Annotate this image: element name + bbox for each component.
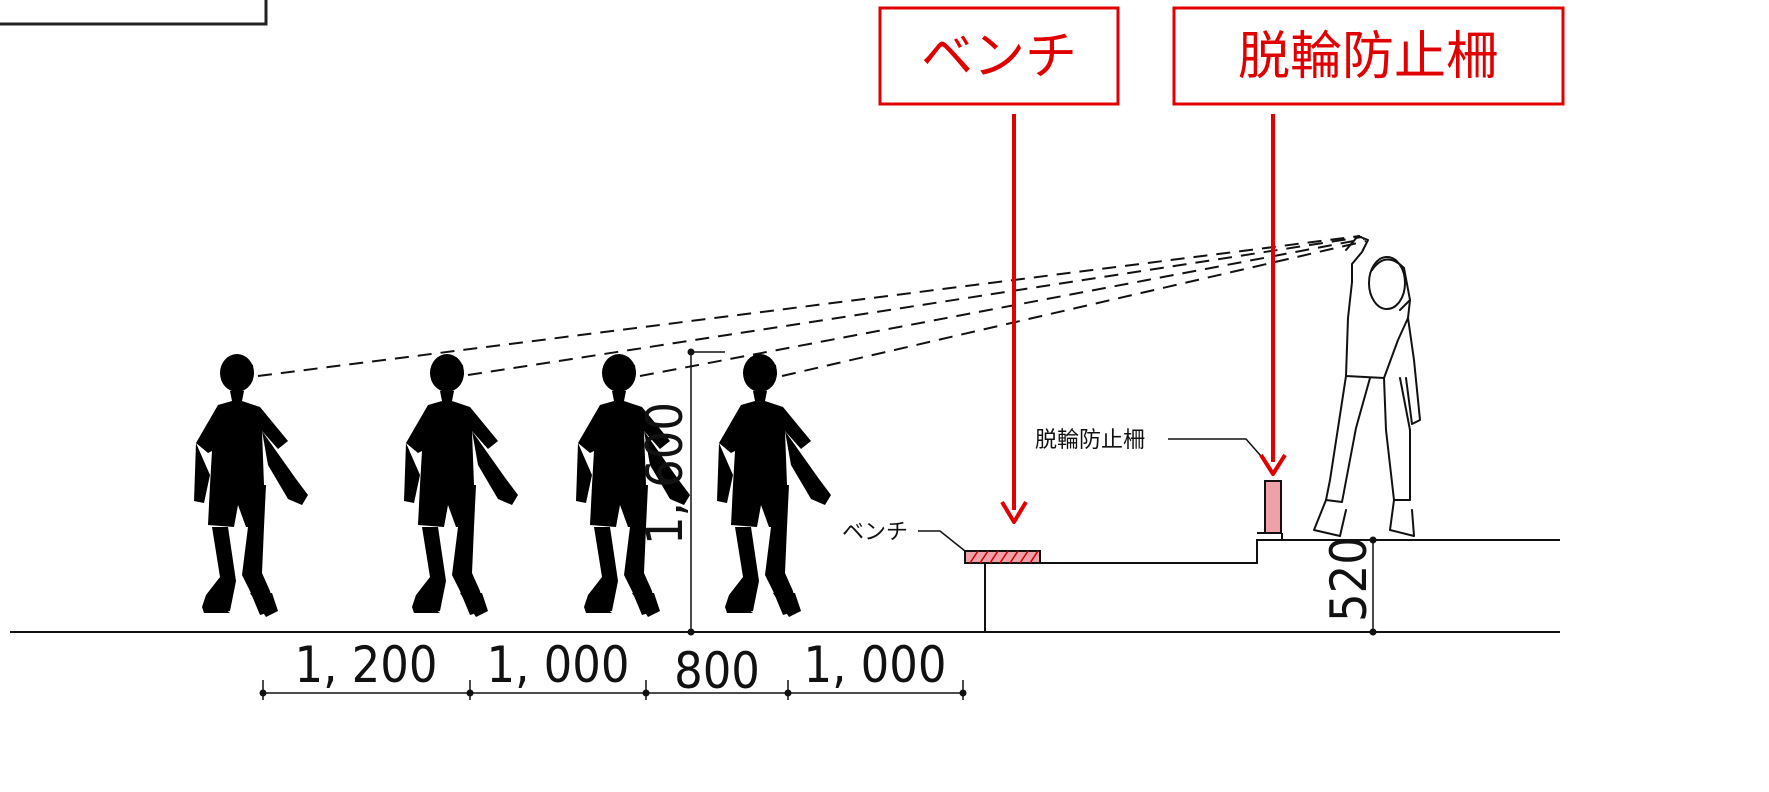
bench-annotation-text: ベンチ xyxy=(842,520,908,545)
sight-lines xyxy=(257,235,1367,377)
platform-profile xyxy=(984,539,1560,632)
wheel-stop-callout-label: 脱輪防止柵 xyxy=(1238,27,1498,87)
top-left-label-box xyxy=(0,0,268,26)
wheel-stop-annotation: 脱輪防止柵 xyxy=(1035,428,1269,465)
wheel-stop-post xyxy=(1264,480,1282,534)
spacing-dimension: 1, 200 1, 000 800 1, 000 xyxy=(259,636,967,700)
eye-height-dimension: 1, 600 xyxy=(636,348,725,636)
eye-height-label: 1, 600 xyxy=(636,402,694,545)
spacing-label-3: 800 xyxy=(674,642,760,700)
bench-callout-label: ベンチ xyxy=(921,27,1077,87)
wheel-stop-callout: 脱輪防止柵 xyxy=(1172,6,1565,476)
spacing-label-2: 1, 000 xyxy=(486,636,629,694)
walking-person-1 xyxy=(194,354,308,617)
bench-annotation: ベンチ xyxy=(842,520,966,552)
standing-person xyxy=(1313,235,1421,537)
walking-person-2 xyxy=(404,354,518,617)
spacing-label-1: 1, 200 xyxy=(294,636,437,694)
spacing-label-4: 1, 000 xyxy=(803,636,946,694)
walking-person-4 xyxy=(717,354,831,617)
step-height-dimension: 520 xyxy=(1320,536,1378,636)
step-height-label: 520 xyxy=(1320,536,1378,622)
wheel-stop-annotation-text: 脱輪防止柵 xyxy=(1035,428,1145,453)
bench-callout: ベンチ xyxy=(878,6,1120,524)
bench-shape xyxy=(964,550,1041,564)
